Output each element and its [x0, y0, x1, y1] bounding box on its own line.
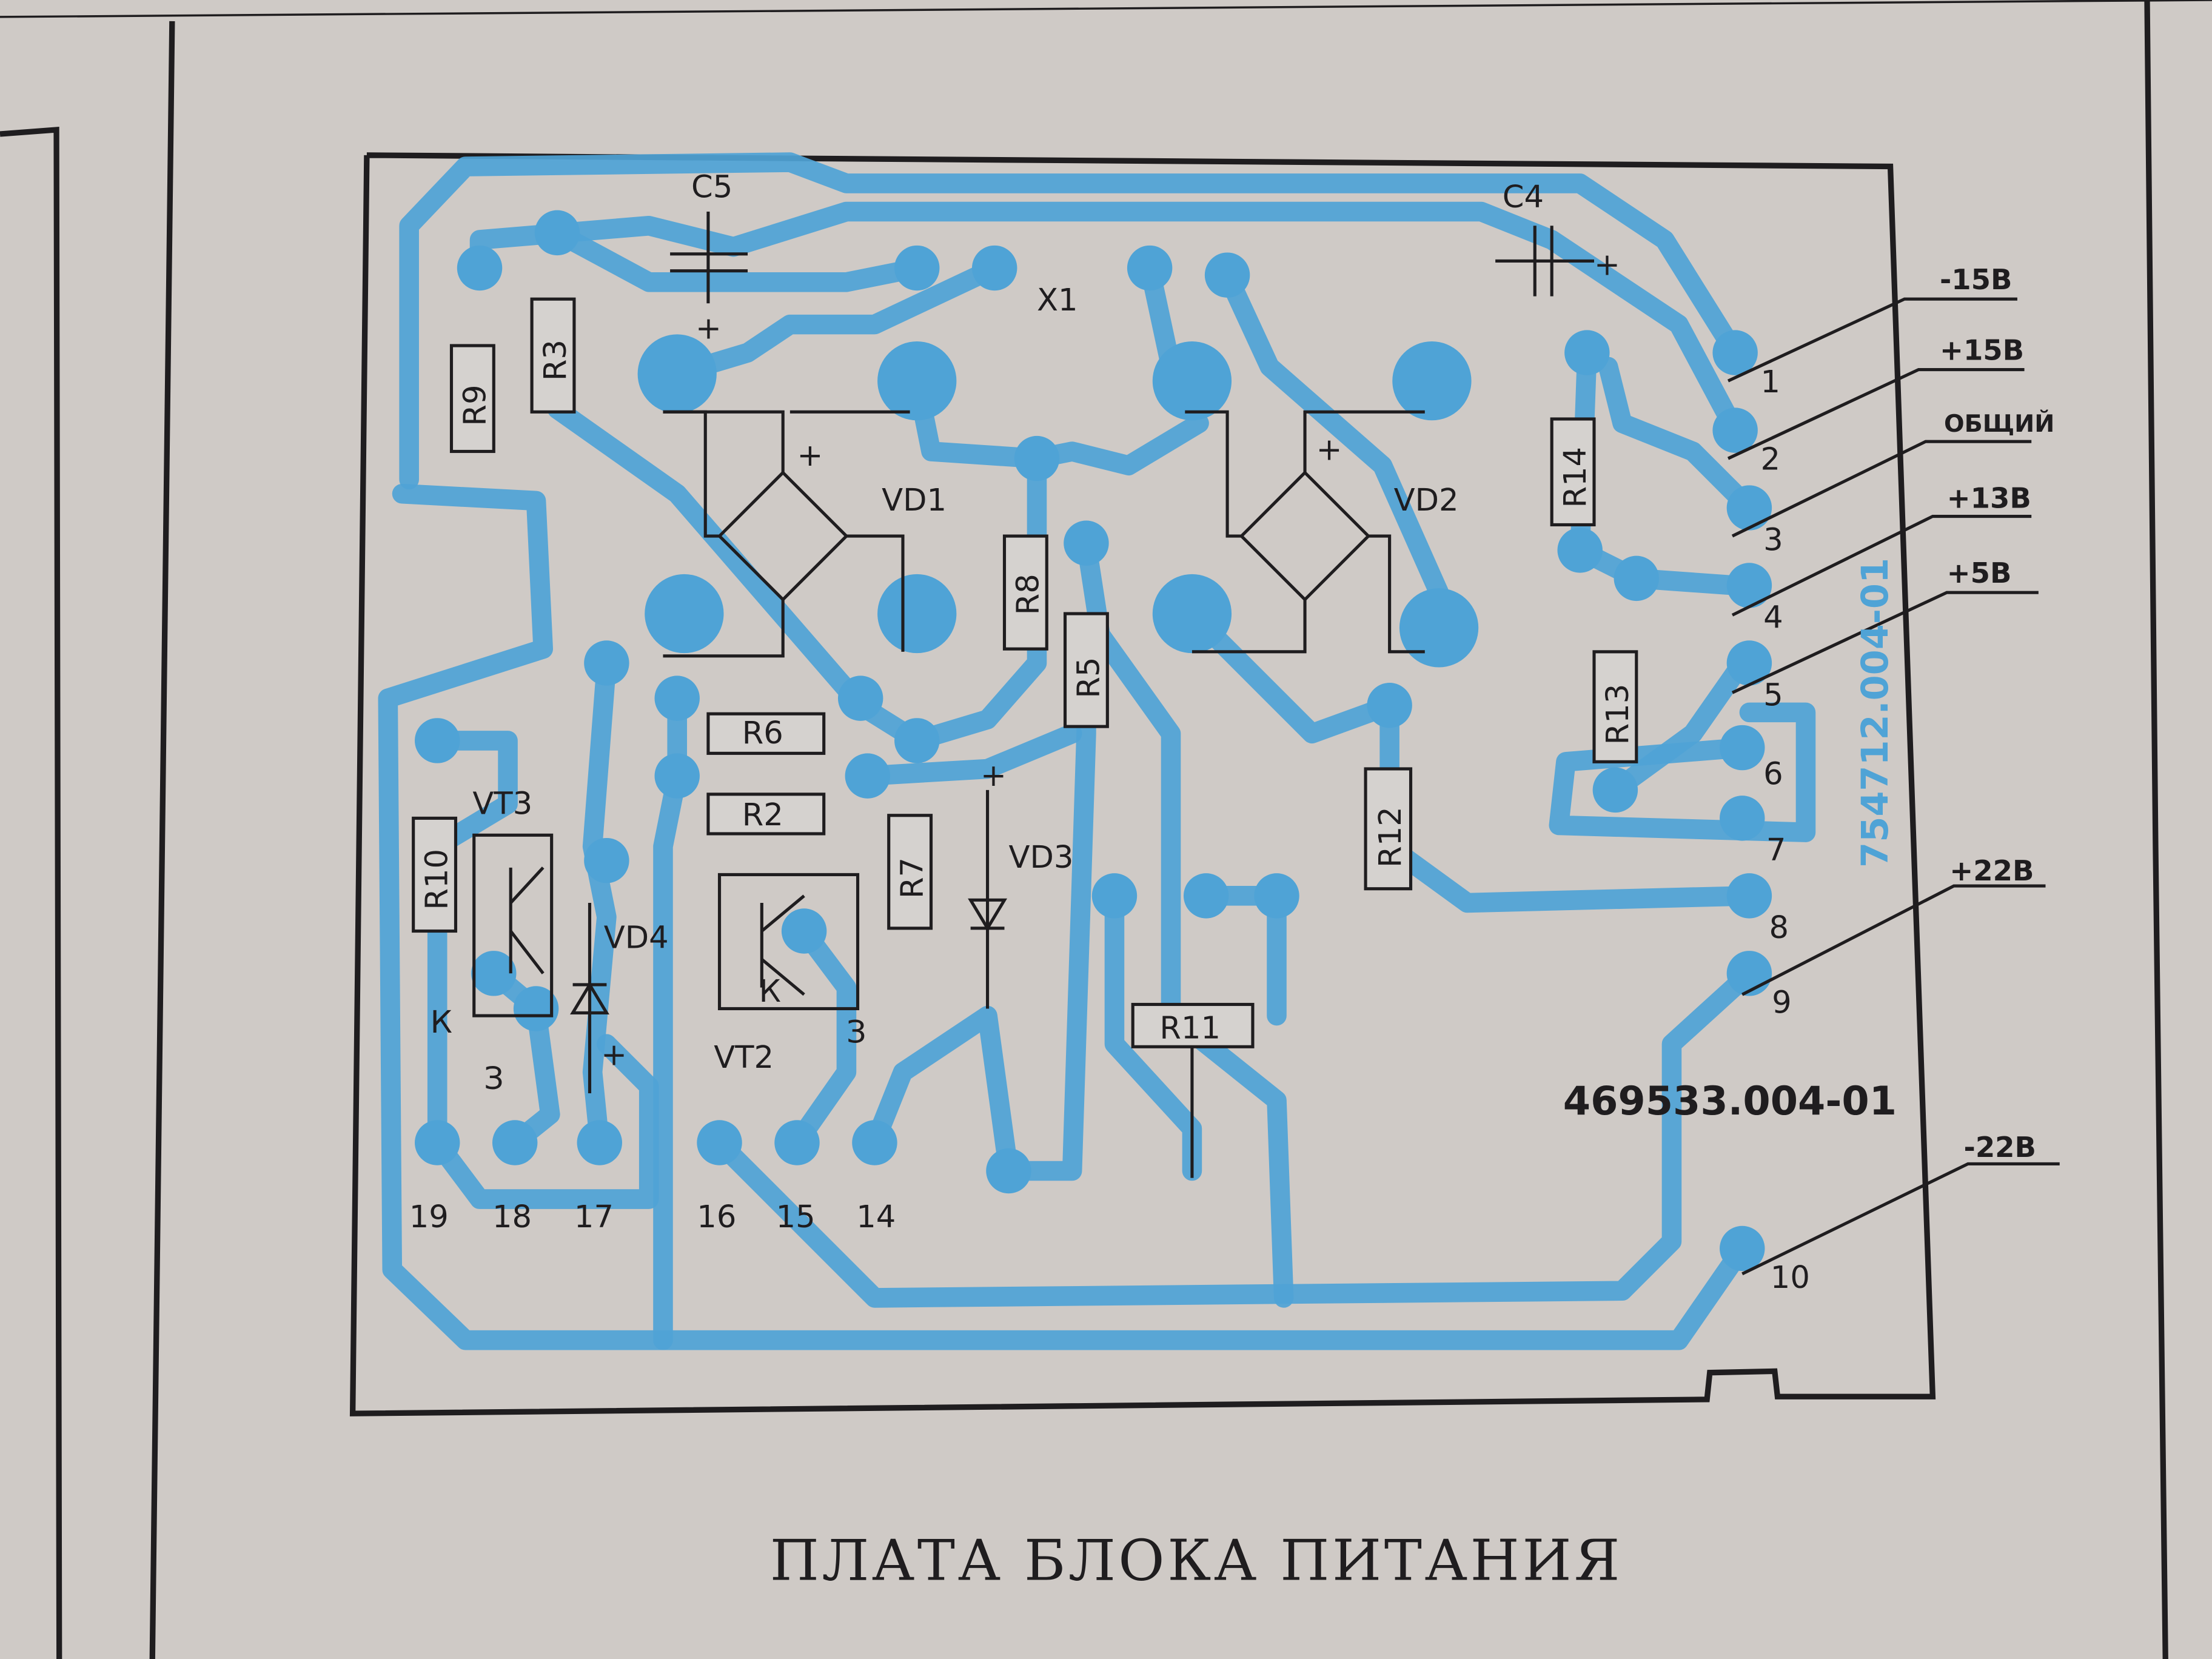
label-r8: R8 — [1010, 574, 1046, 615]
label-r2: R2 — [742, 797, 783, 833]
label-r3: R3 — [537, 340, 574, 381]
voltage-plus-13: +13В — [1947, 482, 2031, 515]
voltage-plus-15: +15В — [1940, 333, 2024, 366]
label-vd3: VD3 — [1008, 839, 1073, 876]
voltage-minus-22: -22В — [1964, 1131, 2036, 1164]
label-vd1: VD1 — [882, 482, 947, 518]
label-r5: R5 — [1070, 657, 1107, 699]
pads — [415, 210, 1772, 1272]
label-vd2: VD2 — [1394, 482, 1459, 518]
voltage-common: ОБЩИЙ — [1944, 409, 2054, 438]
pin-10: 10 — [1771, 1259, 1810, 1296]
pin-4: 4 — [1763, 599, 1783, 635]
label-c5: C5 — [691, 169, 732, 206]
label-r9: R9 — [457, 384, 493, 426]
plus-c4: + — [1594, 247, 1620, 283]
board-outline — [349, 152, 1936, 1416]
pin-1: 1 — [1761, 364, 1781, 400]
pin-19: 19 — [409, 1199, 449, 1235]
voltage-plus-22: +22В — [1949, 854, 2034, 887]
label-r7: R7 — [894, 857, 931, 899]
label-vt2: VT2 — [714, 1039, 774, 1076]
vt2-collector-mark: К — [759, 973, 781, 1010]
label-r6: R6 — [742, 715, 783, 751]
vt2-emitter-mark: З — [846, 1014, 866, 1050]
pin-3: 3 — [1763, 521, 1783, 558]
pin-2: 2 — [1761, 441, 1781, 478]
pin-6: 6 — [1763, 756, 1783, 793]
plus-vd3: + — [980, 757, 1007, 794]
bottom-pin-numbers: 19 18 17 16 15 14 — [409, 1199, 896, 1235]
diagram-title: ПЛАТА БЛОКА ПИТАНИЯ — [770, 1528, 1623, 1594]
board-code: 469533.004-01 — [1563, 1079, 1897, 1124]
pin-8: 8 — [1769, 910, 1789, 946]
label-r11: R11 — [1159, 1010, 1221, 1046]
pin-18: 18 — [492, 1199, 532, 1235]
voltage-minus-15: -15В — [1940, 263, 2013, 296]
copper-traces — [378, 152, 1816, 1350]
vt3-collector-mark: К — [431, 1004, 452, 1041]
component-labels: C5 C4 X1 VD1 VD2 VT3 VD4 VD3 VT2 R6 R2 R… — [419, 169, 1636, 1097]
plus-vd1: + — [797, 437, 823, 474]
label-r10: R10 — [419, 849, 455, 910]
pin-16: 16 — [697, 1199, 736, 1235]
label-r13: R13 — [1600, 684, 1636, 745]
voltage-labels: -15В +15В ОБЩИЙ +13В +5В +22В -22В — [1940, 263, 2054, 1164]
plus-vd4: + — [601, 1037, 627, 1073]
pcb-code: 754712.004-01 — [1854, 558, 1897, 868]
component-symbols — [412, 211, 2060, 1276]
label-c4: C4 — [1503, 179, 1544, 215]
label-r12: R12 — [1372, 806, 1409, 868]
label-r14: R14 — [1557, 447, 1594, 508]
label-vd4: VD4 — [604, 919, 669, 956]
pin-17: 17 — [574, 1199, 614, 1235]
pin-9: 9 — [1772, 984, 1792, 1021]
pin-14: 14 — [856, 1199, 896, 1235]
voltage-plus-5: +5В — [1947, 557, 2012, 589]
plus-c5: + — [695, 310, 722, 346]
vt3-emitter-mark: З — [484, 1061, 504, 1097]
plus-vd2: + — [1316, 431, 1342, 468]
right-pin-numbers: 1 2 3 4 5 6 7 8 9 10 — [1761, 364, 1810, 1296]
label-vt3: VT3 — [472, 785, 532, 822]
pin-5: 5 — [1763, 677, 1783, 713]
label-x1: X1 — [1037, 282, 1078, 318]
pin-15: 15 — [776, 1199, 816, 1235]
pin-7: 7 — [1766, 832, 1786, 868]
